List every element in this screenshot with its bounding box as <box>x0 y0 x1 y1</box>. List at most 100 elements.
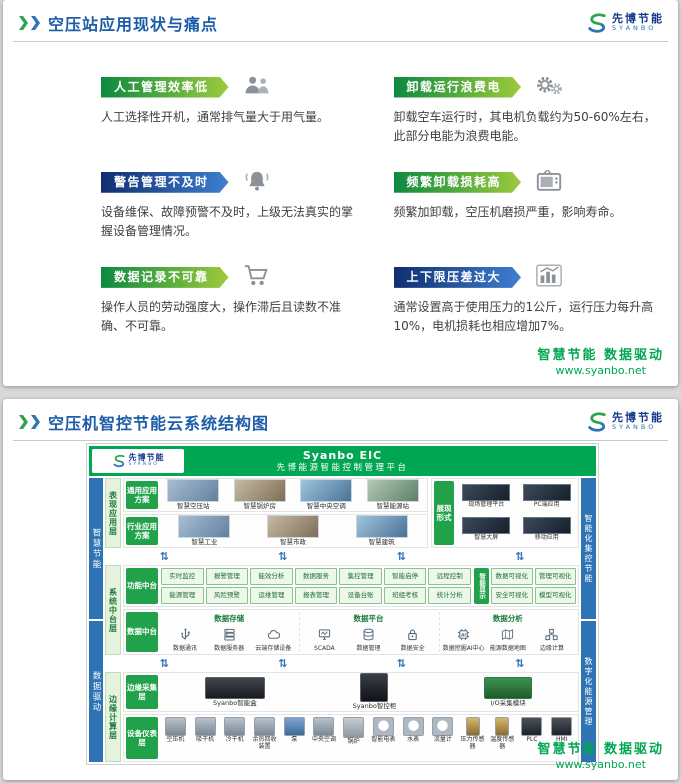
pain-point-alarm-late: 警告管理不及时 设备维保、故障预警不及时，上级无法真实的掌握设备管理情况。 <box>101 169 364 240</box>
rail-digital-energy: 数字化能源管理 <box>581 621 596 762</box>
logo-name-cn: 先博节能 <box>612 411 664 425</box>
function-box: 设备台账 <box>339 587 382 604</box>
presentation-layer-label: 表现应用层 <box>105 478 121 548</box>
edge-nodes-icon <box>545 626 559 645</box>
pain-badge: 卸载运行浪费电 <box>394 77 522 98</box>
instrument-caption: HMI <box>555 736 568 743</box>
pain-badge: 人工管理效率低 <box>101 77 229 98</box>
up-down-arrow-icon <box>515 658 524 669</box>
function-box: 数据服务 <box>294 568 338 585</box>
instrument-tile: 冷干机 <box>220 717 249 744</box>
pain-description: 操作人员的劳动强度大，操作滞后且读数不准确、不可靠。 <box>101 300 342 333</box>
edge-layer-label: 边缘计算层 <box>105 672 121 762</box>
solution-caption: 智慧工业 <box>191 538 218 547</box>
display-screenshot <box>522 484 571 502</box>
function-box: 运维管理 <box>250 587 293 604</box>
edge-device-caption: Syanbo智能盒 <box>213 698 257 707</box>
display-caption: 现场管理平台 <box>468 501 505 509</box>
up-down-arrow-icon <box>278 658 287 669</box>
pain-point-manual: 人工管理效率低 人工选择性开机，通常排气量大于用气量。 <box>101 74 364 145</box>
data-platform-section: 数据平台 SCADA 数据管理 <box>299 612 436 652</box>
solution-photo <box>167 479 220 503</box>
instrument-caption: 冷干机 <box>225 736 244 743</box>
instrument-caption: PLC <box>526 736 538 743</box>
solution-photo <box>233 479 286 503</box>
instrument-tiles: 空压机 吸干机 <box>161 717 576 759</box>
header-divider <box>13 41 668 42</box>
data-item: 数据服务器 <box>207 626 251 653</box>
data-item: 数据通讯 <box>163 626 207 653</box>
instrument-photo <box>372 717 394 736</box>
instrument-photo <box>343 717 365 738</box>
function-box: 集控管理 <box>339 568 382 585</box>
instrument-photo <box>402 717 424 736</box>
pain-description: 频繁加卸载，空压机磨损严重，影响寿命。 <box>393 205 622 220</box>
data-platform-label: 数据中台 <box>126 612 158 652</box>
brand-slogan: 智慧节能 数据驱动 <box>537 742 664 757</box>
up-down-arrow-icon <box>160 658 169 669</box>
instrument-tile: 流量计 <box>428 717 457 744</box>
function-box: 能效分析 <box>250 568 293 585</box>
alarm-icon <box>243 168 271 197</box>
up-down-arrow-icon <box>160 551 169 562</box>
instrument-caption: 流量计 <box>433 736 452 743</box>
instrument-photo <box>224 717 246 736</box>
display-tile: 智慧大屏 <box>462 517 511 542</box>
industry-solutions-row: 行业应用方案 智慧工业 <box>123 514 428 548</box>
chart-icon <box>535 263 563 292</box>
instrument-caption: 空压机 <box>166 736 185 743</box>
function-boxes: 实时监控报警管理能效分析数据服务集控管理智能启停远程控制能源管理风险预警运维管理… <box>161 568 471 604</box>
general-solutions-label: 通用应用方案 <box>126 481 158 509</box>
header-divider <box>13 440 668 441</box>
syanbo-logo: 先博节能 SYANBO <box>586 12 664 34</box>
brand-url: www.syanbo.net <box>555 364 646 377</box>
data-section-title: 数据存储 <box>214 614 245 623</box>
scada-icon <box>318 626 331 645</box>
slide-cloud-architecture: 空压机智控节能云系统结构图 先博节能 SYANBO 先博节能 SYANB <box>3 399 678 780</box>
data-item: AI 数据挖掘AI中心 <box>442 626 486 653</box>
pain-description: 人工选择性开机，通常排气量大于用气量。 <box>101 110 330 124</box>
instrument-tile: 温度传感器 <box>488 717 517 751</box>
usb-icon <box>179 626 192 645</box>
instrument-tile: PLC <box>518 717 547 744</box>
solution-caption: 智慧能源站 <box>376 502 410 511</box>
edge-collect-label: 边缘采集层 <box>126 675 158 709</box>
platform-header-bar: 先博节能 SYANBO Syanbo EIC 先博能源智能控制管理平台 <box>89 446 596 476</box>
instrument-photo <box>194 717 216 736</box>
general-solutions-row: 通用应用方案 智慧空压站 <box>123 478 428 512</box>
edge-device-caption: Syanbo智控柜 <box>352 702 397 711</box>
gears-icon <box>535 73 563 102</box>
edge-computing-layer: 边缘计算层 边缘采集层 Syanbo智能盒 <box>105 672 579 762</box>
display-tile: 现场管理平台 <box>462 484 511 509</box>
rail-data-driven: 数据驱动 <box>89 621 103 762</box>
instrument-caption: 余热回收装置 <box>252 736 277 750</box>
display-forms-label: 展现形式 <box>434 481 454 545</box>
syanbo-logo-mark-icon <box>588 13 606 33</box>
display-screenshot <box>462 484 511 502</box>
function-platform-label: 功能中台 <box>126 568 158 604</box>
layer-link-arrows <box>105 551 579 562</box>
instrument-tile: HMI <box>547 717 576 744</box>
solution-caption: 智慧中央空调 <box>306 502 346 511</box>
pain-badge: 频繁卸载损耗高 <box>394 172 522 193</box>
edge-device-tile: Syanbo智能盒 <box>204 676 265 707</box>
data-analysis-section: 数据分析 AI 数据挖掘AI中心 能源数据地图 <box>438 612 576 653</box>
edge-device-tile: Syanbo智控柜 <box>352 673 397 711</box>
presentation-layer: 表现应用层 通用应用方案 智慧空压站 <box>105 478 579 548</box>
solution-photo <box>178 515 231 539</box>
instrument-photo <box>521 717 543 736</box>
logo-name-cn: 先博节能 <box>612 12 664 26</box>
instrument-tile: 空压机 <box>161 717 190 744</box>
data-item: 边缘计算 <box>530 626 574 653</box>
instrument-photo <box>495 717 510 736</box>
pain-point-data-unreliable: 数据记录不可靠 操作人员的劳动强度大，操作滞后且读数不准确、不可靠。 <box>101 264 364 335</box>
function-box: 风险预警 <box>205 587 249 604</box>
data-platform-row: 数据中台 数据存储 数据通讯 <box>123 609 579 655</box>
syanbo-logo: 先博节能 SYANBO <box>92 449 184 473</box>
edge-device-caption: I/O采集模块 <box>490 698 526 707</box>
instrument-caption: 温度传感器 <box>490 736 515 750</box>
instrument-tile: 水表 <box>399 717 428 744</box>
platform-subtitle: 先博能源智能控制管理平台 <box>276 462 409 473</box>
instrument-tile: 中央空调 <box>310 717 339 744</box>
pain-point-grid: 人工管理效率低 人工选择性开机，通常排气量大于用气量。 卸载运行浪费电 卸载空车… <box>101 74 656 336</box>
